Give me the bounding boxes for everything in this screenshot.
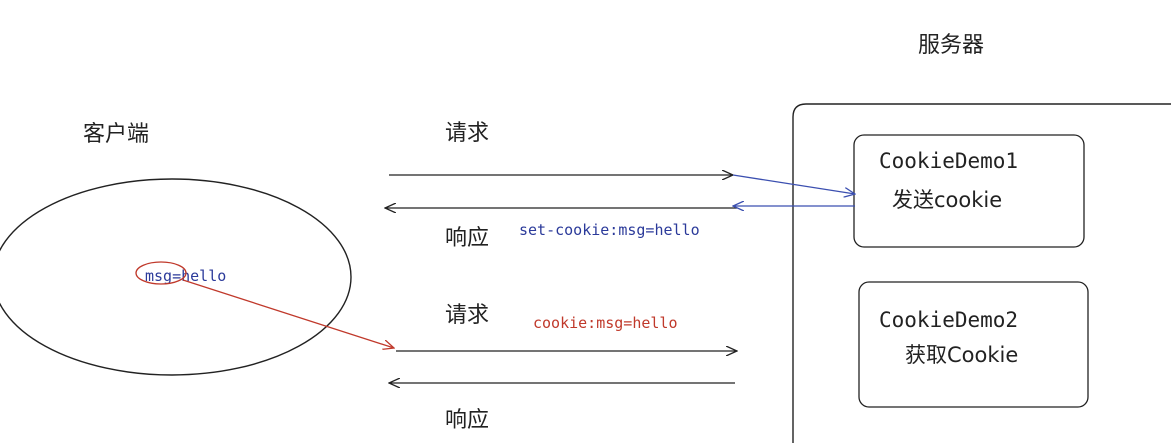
servlet-name-cookiedemo2: CookieDemo2 (879, 308, 1018, 332)
cookie-header-text: cookie:msg=hello (533, 314, 678, 332)
set-cookie-header-text: set-cookie:msg=hello (519, 221, 700, 239)
servlet-name-cookiedemo1: CookieDemo1 (879, 149, 1018, 173)
client-label: 客户端 (83, 122, 149, 147)
servlet-action-send-cookie: 发送cookie (892, 188, 1002, 212)
cookie-carry-arrow (182, 279, 394, 348)
server-label: 服务器 (918, 33, 984, 58)
response-label-2: 响应 (445, 408, 489, 433)
request-label-2: 请求 (445, 303, 489, 328)
request-forward-arrow-1 (732, 174, 855, 194)
client-ellipse (0, 178, 352, 376)
request-label-1: 请求 (445, 121, 489, 146)
server-container (792, 103, 1171, 443)
servlet-box-cookiedemo2 (858, 281, 1089, 408)
client-cookie-highlight (135, 261, 187, 285)
response-label-1: 响应 (445, 226, 489, 251)
servlet-action-get-cookie: 获取Cookie (905, 343, 1018, 367)
